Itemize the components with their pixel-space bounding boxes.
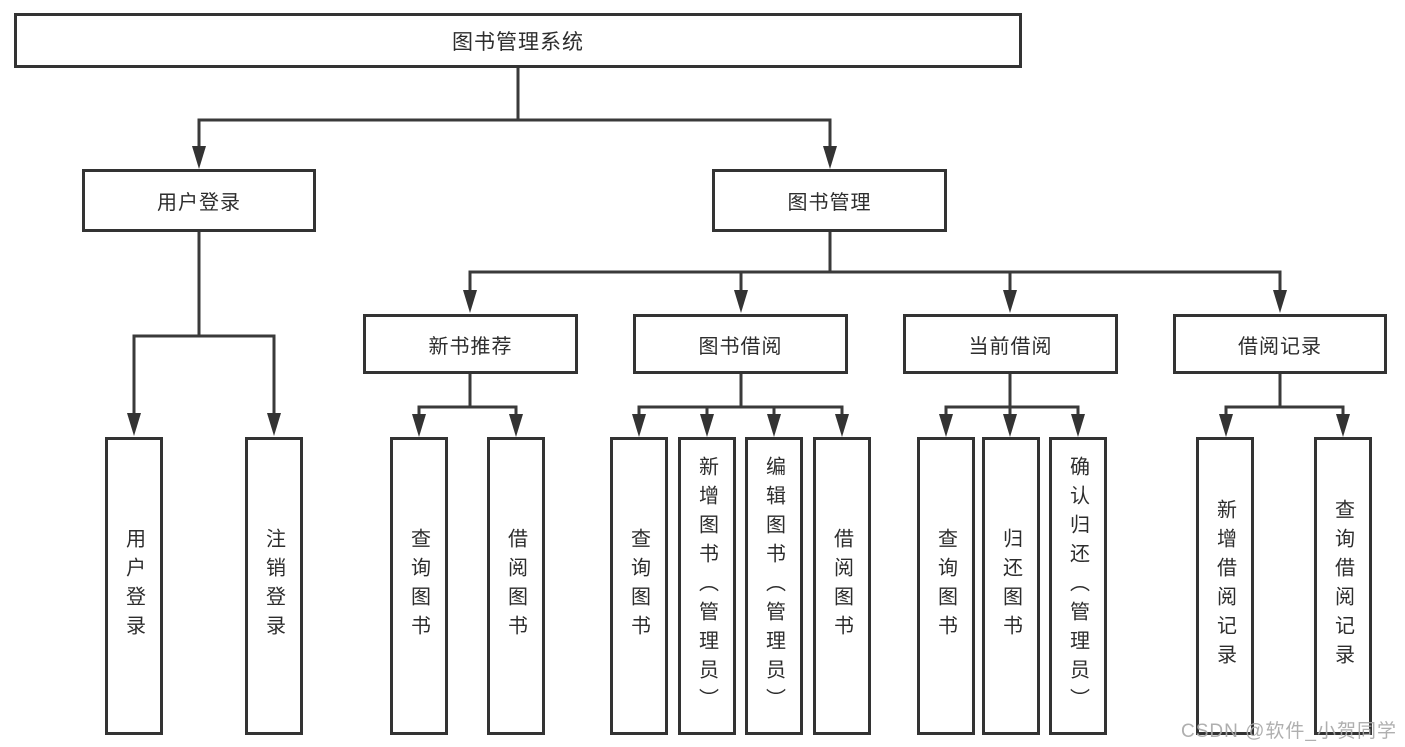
leaf-query-books-current: 查询图书 <box>917 437 975 735</box>
leaf-edit-books-admin: 编辑图书（管理员） <box>745 437 803 735</box>
node-new-book-recommendation: 新书推荐 <box>363 314 578 374</box>
leaf-edit-books-admin-label: 编辑图书（管理员） <box>762 455 785 717</box>
leaf-borrow-books-label: 借阅图书 <box>830 528 853 644</box>
leaf-return-books-label: 归还图书 <box>999 528 1022 644</box>
connector-paths <box>132 68 1345 420</box>
leaf-query-books-recommend: 查询图书 <box>390 437 448 735</box>
leaf-query-books-current-label: 查询图书 <box>934 528 957 644</box>
leaf-logout-login-label: 注销登录 <box>262 528 285 644</box>
node-borrowing-records: 借阅记录 <box>1173 314 1387 374</box>
leaf-query-borrow-record: 查询借阅记录 <box>1314 437 1372 735</box>
leaf-add-books-admin: 新增图书（管理员） <box>678 437 736 735</box>
leaf-query-books-borrowing: 查询图书 <box>610 437 668 735</box>
leaf-borrow-books-recommend: 借阅图书 <box>487 437 545 735</box>
leaf-borrow-books-recommend-label: 借阅图书 <box>504 528 527 644</box>
node-user-login: 用户登录 <box>82 169 316 232</box>
node-library-management-system: 图书管理系统 <box>14 13 1022 68</box>
leaf-query-borrow-record-label: 查询借阅记录 <box>1331 499 1354 673</box>
leaf-add-borrow-record-label: 新增借阅记录 <box>1213 499 1236 673</box>
connector-arrows <box>127 146 1350 437</box>
node-book-borrowing: 图书借阅 <box>633 314 848 374</box>
leaf-query-books-borrowing-label: 查询图书 <box>627 528 650 644</box>
leaf-confirm-return-admin-label: 确认归还（管理员） <box>1066 455 1089 717</box>
leaf-add-borrow-record: 新增借阅记录 <box>1196 437 1254 735</box>
leaf-user-login: 用户登录 <box>105 437 163 735</box>
leaf-add-books-admin-label: 新增图书（管理员） <box>695 455 718 717</box>
leaf-return-books: 归还图书 <box>982 437 1040 735</box>
node-book-management: 图书管理 <box>712 169 947 232</box>
leaf-user-login-label: 用户登录 <box>122 528 145 644</box>
leaf-borrow-books: 借阅图书 <box>813 437 871 735</box>
leaf-query-books-recommend-label: 查询图书 <box>407 528 430 644</box>
leaf-logout-login: 注销登录 <box>245 437 303 735</box>
node-current-borrowing: 当前借阅 <box>903 314 1118 374</box>
leaf-confirm-return-admin: 确认归还（管理员） <box>1049 437 1107 735</box>
watermark: CSDN @软件_小贺同学 <box>1181 721 1397 742</box>
